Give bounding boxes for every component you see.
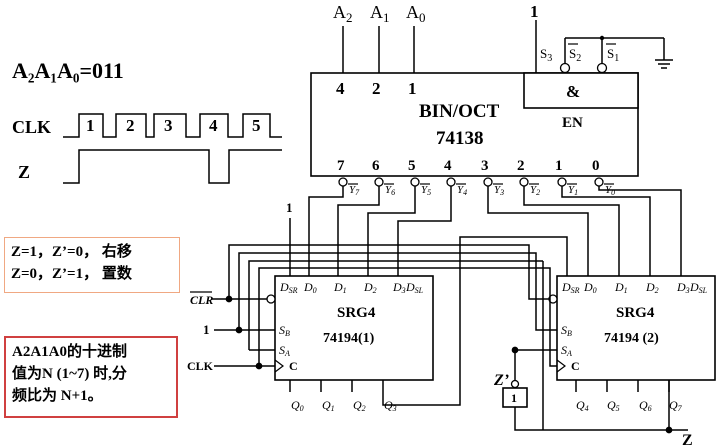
enable-s2-label: S2 bbox=[569, 46, 581, 64]
decoder-out-num-5: 5 bbox=[408, 158, 416, 174]
out-label-y5: Y5 bbox=[421, 184, 431, 197]
register1-clock-triangle bbox=[274, 359, 284, 373]
register2-out-q7: Q7 bbox=[669, 398, 683, 413]
out-bubble-y3 bbox=[483, 177, 493, 187]
decoder-out-num-7: 7 bbox=[337, 158, 345, 174]
decoder-out-num-6: 6 bbox=[372, 158, 380, 174]
decoder-out-num-2: 2 bbox=[517, 158, 525, 174]
timing-z-label: Z bbox=[18, 162, 30, 182]
register2-pin-c: C bbox=[571, 359, 580, 373]
decoder-enable-label: EN bbox=[562, 115, 583, 131]
out-bubble-y2 bbox=[519, 177, 529, 187]
decoder-enable-symbol: & bbox=[566, 82, 580, 101]
z-prime-label: Z’ bbox=[493, 372, 509, 389]
sb-input-value: 1 bbox=[203, 322, 210, 337]
address-formula: A₂A₁A₀=011 bbox=[12, 58, 124, 83]
z-output-label: Z bbox=[682, 432, 693, 448]
out-label-y2: Y2 bbox=[530, 184, 540, 197]
register1-out-q1: Q1 bbox=[322, 398, 335, 413]
clr-input-label: CLR bbox=[190, 293, 213, 307]
register2-out-q5: Q5 bbox=[607, 398, 620, 413]
decoder-enable-block bbox=[523, 72, 639, 109]
ratio-note-line-1: A2A1A0的十进制 bbox=[12, 344, 127, 360]
z-waveform bbox=[63, 149, 282, 184]
register1-name: SRG4 bbox=[337, 305, 376, 321]
clk-pulse-4: 4 bbox=[209, 116, 218, 135]
out-bubble-y0 bbox=[594, 177, 604, 187]
enable-s1-bubble bbox=[596, 62, 608, 74]
shift-mode-note: Z=1，Z’=0， 右移 Z=0，Z’=1， 置数 bbox=[4, 237, 180, 293]
clk-pulse-2: 2 bbox=[126, 116, 135, 135]
register1-pin-sa: SA bbox=[279, 343, 290, 358]
out-label-y1: Y1 bbox=[568, 184, 578, 197]
register2-out-q6: Q6 bbox=[639, 398, 652, 413]
control-wires bbox=[212, 236, 688, 434]
register2-out-q4: Q4 bbox=[576, 398, 589, 413]
decoder-out-num-0: 0 bbox=[592, 158, 600, 174]
register-74194-2: SRG4 74194 (2) DSR D0 D1 D2 D3 DSL SB SA… bbox=[548, 275, 716, 413]
shift-note-line-2: Z=0，Z’=1， 置数 bbox=[11, 266, 132, 282]
out-bubble-y7 bbox=[338, 177, 348, 187]
decoder-name: BIN/OCT bbox=[419, 101, 500, 122]
ground-icon bbox=[655, 59, 673, 69]
out-label-y4: Y4 bbox=[457, 184, 467, 197]
out-label-y7: Y7 bbox=[349, 184, 360, 197]
out-label-y3: Y3 bbox=[494, 184, 504, 197]
timing-clk-label: CLK bbox=[12, 117, 51, 137]
register1-part: 74194(1) bbox=[323, 331, 375, 346]
decoder-a0-label: A0 bbox=[406, 2, 426, 25]
register-74194-1: SRG4 74194(1) DSR D0 D1 D2 D3 DSL SB SA … bbox=[266, 200, 434, 413]
shift-note-line-1: Z=1，Z’=0， 右移 bbox=[11, 244, 132, 260]
decoder-weight-1: 1 bbox=[408, 79, 417, 98]
register2-clock-triangle bbox=[556, 359, 566, 373]
ratio-note-line-2: 值为N (1~7) 时,分 bbox=[12, 366, 127, 382]
out-label-y6: Y6 bbox=[385, 184, 395, 197]
decoder-out-num-3: 3 bbox=[481, 158, 489, 174]
register1-dsr-value: 1 bbox=[286, 200, 293, 215]
decoder-weight-2: 2 bbox=[372, 79, 381, 98]
out-bubble-y4 bbox=[446, 177, 456, 187]
decoder-a2-label: A2 bbox=[333, 2, 353, 25]
inverter-symbol: 1 bbox=[511, 391, 517, 405]
out-bubble-y5 bbox=[410, 177, 420, 187]
decoder-weight-4: 4 bbox=[336, 79, 345, 98]
enable-s1-label: S1 bbox=[607, 46, 619, 64]
register1-clr-bubble bbox=[266, 294, 276, 304]
clk-pulse-5: 5 bbox=[252, 116, 261, 135]
enable-s3-label: S3 bbox=[540, 46, 552, 64]
register2-pin-sb: SB bbox=[561, 323, 572, 338]
register1-out-q2: Q2 bbox=[353, 398, 366, 413]
out-bubble-y1 bbox=[557, 177, 567, 187]
register1-out-q0: Q0 bbox=[291, 398, 304, 413]
register1-body bbox=[274, 275, 434, 381]
decoder-part: 74138 bbox=[436, 128, 484, 149]
enable-s2-bubble bbox=[559, 62, 571, 74]
inverter-gate: 1 bbox=[502, 379, 528, 408]
register2-name: SRG4 bbox=[616, 305, 655, 321]
enable-high-value: 1 bbox=[530, 2, 539, 21]
clk-waveform bbox=[63, 113, 282, 138]
decoder-a1-label: A1 bbox=[370, 2, 390, 25]
timing-diagram: CLK Z 1 2 3 4 5 bbox=[12, 113, 282, 184]
out-bubble-y6 bbox=[374, 177, 384, 187]
ratio-note-line-3: 频比为 N+1。 bbox=[12, 388, 103, 404]
register2-part: 74194 (2) bbox=[604, 331, 659, 346]
register2-body bbox=[556, 275, 716, 381]
decoder-out-num-4: 4 bbox=[444, 158, 452, 174]
division-ratio-note: A2A1A0的十进制 值为N (1~7) 时,分 频比为 N+1。 bbox=[4, 336, 178, 418]
clk-input-label: CLK bbox=[187, 359, 214, 373]
clk-pulse-1: 1 bbox=[86, 116, 95, 135]
decoder-out-num-1: 1 bbox=[555, 158, 563, 174]
register1-pin-c: C bbox=[289, 359, 298, 373]
clk-pulse-3: 3 bbox=[164, 116, 173, 135]
decoder-output-wires bbox=[308, 186, 682, 276]
register2-pin-sa: SA bbox=[561, 343, 572, 358]
decoder-74138: A2 A1 A0 4 2 1 BIN/OCT 74138 & EN 1 S3 S… bbox=[310, 2, 673, 197]
register1-pin-sb: SB bbox=[279, 323, 290, 338]
